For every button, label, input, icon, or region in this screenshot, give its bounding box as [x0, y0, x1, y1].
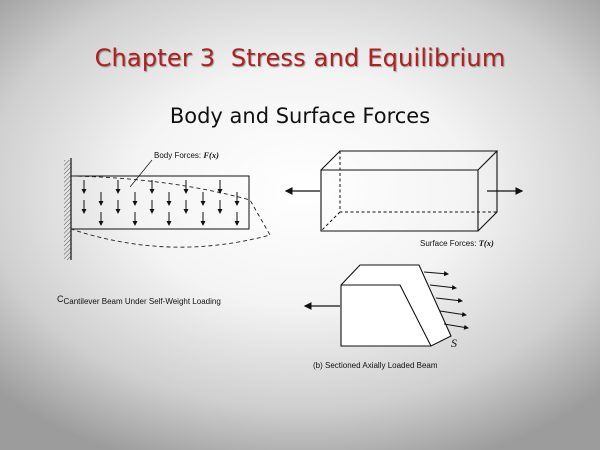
cantilever-caption: CCantilever Beam Under Self-Weight Loadi… — [57, 294, 221, 306]
fixed-wall — [64, 160, 71, 260]
surface-force-arrow — [423, 271, 449, 277]
section-surface-symbol: S — [451, 336, 457, 350]
bar-front-face — [320, 169, 479, 232]
body-force-arrows — [81, 180, 240, 226]
surface-force-arrow — [435, 297, 463, 304]
bar-hidden-edges — [339, 151, 497, 213]
bar-top-edges — [320, 150, 499, 171]
surface-forces-label: Surface Forces: T(x) — [420, 238, 494, 248]
surface-force-arrows — [423, 271, 469, 330]
deflected-beam-shape — [70, 175, 271, 248]
surface-force-arrow — [439, 310, 467, 317]
sectioned-bar-body — [340, 264, 452, 347]
body-forces-label: Body Forces: F(x) — [154, 150, 219, 160]
sectioned-caption: (b) Sectioned Axially Loaded Beam — [313, 361, 438, 370]
surface-force-arrow — [443, 323, 469, 330]
cantilever-beam-figure: Body Forces: F(x) CCantilever Beam Under… — [57, 150, 271, 306]
hidden-edge-diagonal — [320, 211, 341, 232]
beam-body — [70, 175, 250, 230]
axially-loaded-bar-figure — [284, 150, 524, 232]
bar-right-edges — [477, 151, 498, 232]
surface-force-arrow — [429, 284, 457, 291]
body-forces-leader — [129, 159, 153, 188]
slide-subtitle: Body and Surface Forces — [169, 104, 431, 128]
slide-title: Chapter 3 Stress and Equilibrium — [94, 44, 506, 72]
sectioned-bar-edges — [341, 284, 432, 347]
sectioned-bar-figure: Surface Forces: T(x) S (b) Sectioned Axi… — [303, 238, 494, 370]
